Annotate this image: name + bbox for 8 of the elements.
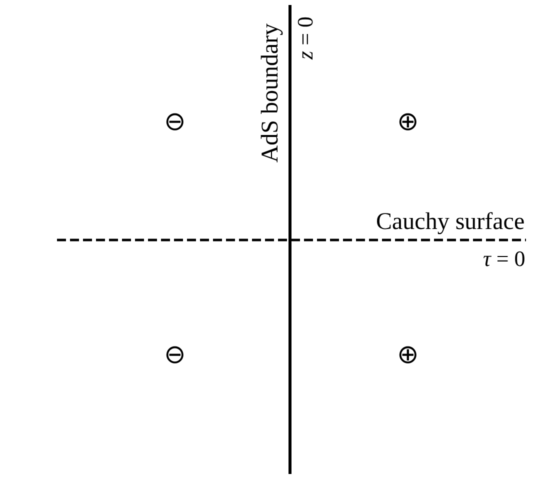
axis-label: AdS boundary [258, 23, 282, 163]
equation-label: z = 0 [294, 16, 316, 60]
minus-sign-symbol: ⊖ [164, 109, 186, 135]
plus-sign-symbol: ⊕ [397, 109, 419, 135]
minus-sign-symbol: ⊖ [164, 342, 186, 368]
equation-label: τ = 0 [483, 248, 526, 270]
plus-sign-symbol: ⊕ [397, 342, 419, 368]
axis-label: Cauchy surface [376, 210, 525, 234]
